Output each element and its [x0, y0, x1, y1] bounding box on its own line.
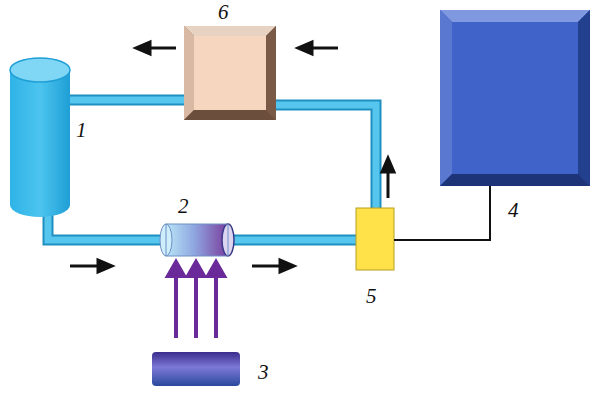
callout-number: 6	[218, 2, 229, 23]
computer	[440, 10, 590, 186]
photoreactor-tube	[160, 224, 234, 256]
signal-cable	[394, 186, 490, 240]
light-rays	[168, 262, 224, 338]
callout-number: 2	[178, 196, 189, 217]
callout-number: 1	[76, 120, 87, 141]
flow-arrows	[70, 42, 394, 272]
controller-box	[356, 208, 394, 270]
tank	[10, 58, 70, 217]
heat-exchanger	[184, 26, 276, 120]
callout-number: 3	[258, 362, 269, 383]
callout-number: 5	[366, 286, 377, 307]
uv-lamp	[152, 352, 240, 386]
callout-number: 4	[508, 200, 519, 221]
pipes	[48, 100, 376, 240]
